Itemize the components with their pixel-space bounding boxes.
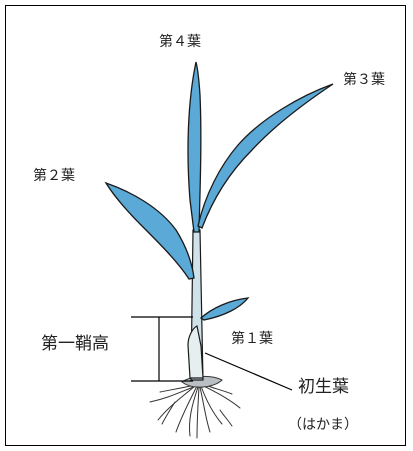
label-leaf-4: 第４葉: [159, 33, 201, 50]
label-leaf-2: 第２葉: [33, 167, 75, 184]
leaf-4: [187, 61, 202, 233]
roots: [149, 383, 241, 439]
label-leaf-3: 第３葉: [343, 71, 385, 88]
sheath-height-bracket: [131, 316, 193, 382]
label-first-sheath-height: 第一鞘高: [41, 334, 109, 354]
leaf-1: [199, 297, 250, 321]
leaf-3: [197, 83, 334, 229]
leaf-2: [104, 181, 195, 280]
label-coleoptile-reading: （はかま）: [288, 417, 358, 433]
label-coleoptile: 初生葉: [298, 377, 349, 397]
label-leaf-1: 第１葉: [231, 330, 273, 347]
coleoptile-sheath: [187, 325, 204, 379]
diagram-frame: [5, 5, 406, 446]
coleoptile-leader-line: [204, 352, 293, 391]
